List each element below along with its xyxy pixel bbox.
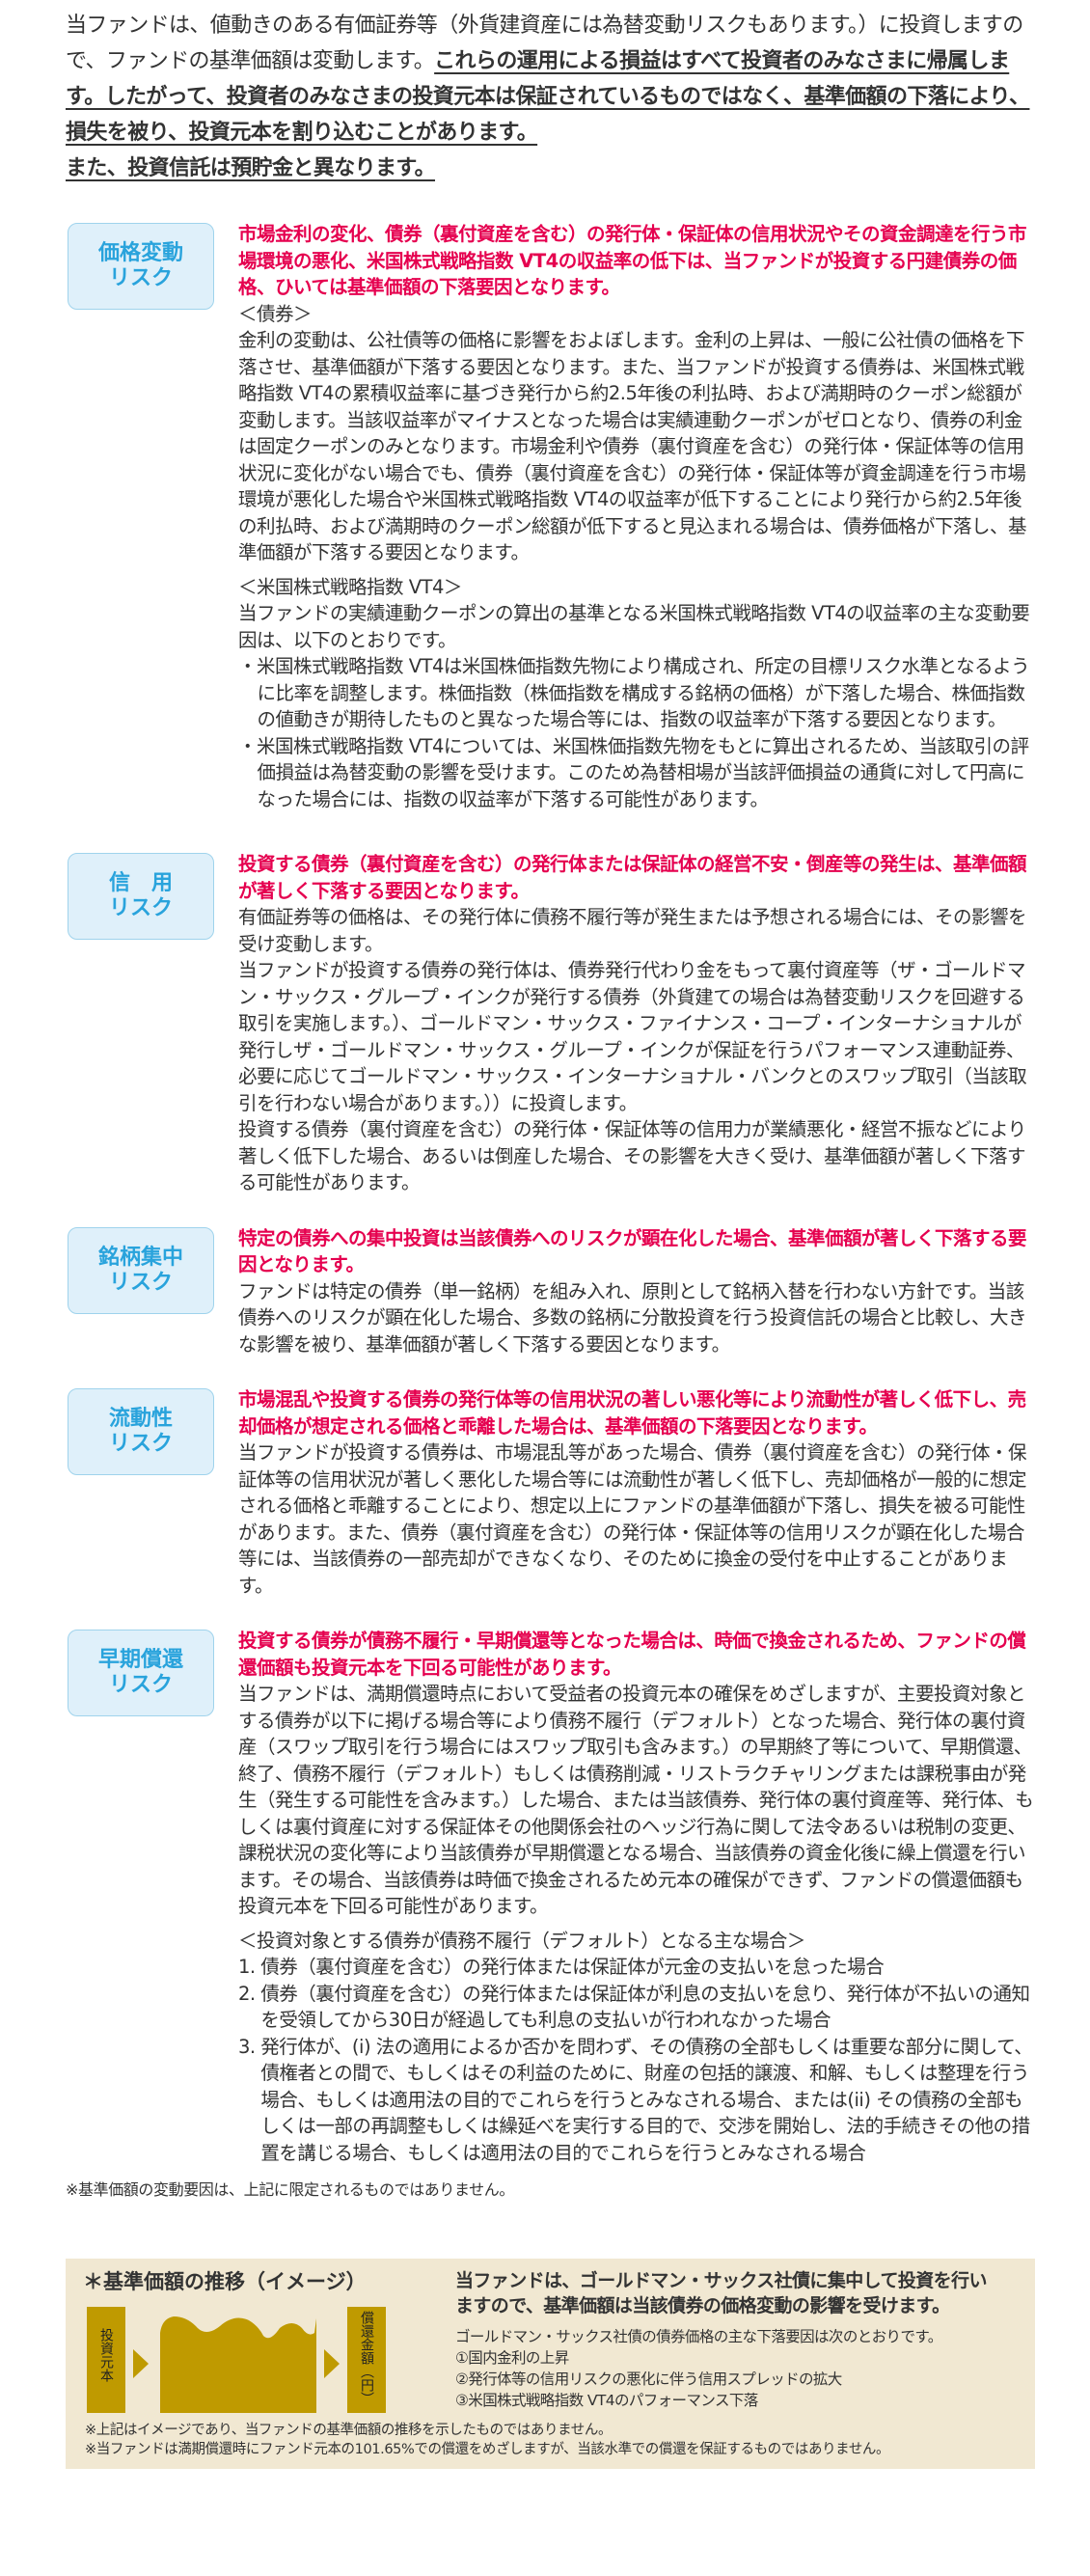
label-line-2: リスク (108, 1432, 173, 1456)
paragraph: 当ファンドが投資する債券は、市場混乱等があった場合、債券（裏付資産を含む）の発行… (238, 1441, 1027, 1597)
factors-title: ゴールドマン・サックス社債の債券価格の主な下落要因は次のとおりです。 (455, 2328, 942, 2345)
risk-label: 価格変動リスク (68, 223, 214, 310)
subheading: ＜米国株式戦略指数 VT4＞ (238, 575, 462, 598)
risk-label: 信 用リスク (68, 853, 214, 940)
intro-underlined-2: また、投資信託は預貯金と異なります。 (66, 156, 436, 180)
redemption-label: 償還金額（円） (359, 2311, 374, 2405)
nav-image-box: ＊基準価額の推移（イメージ） 投資元本 償還金額（円） 当ファンドは、ゴールドマ… (66, 2259, 1035, 2469)
principal-label: 投資元本 (98, 2328, 114, 2382)
box-note: ※当ファンドは満期償還時にファンド元本の101.65%での償還をめざしますが、当… (85, 2442, 890, 2457)
bullet-item: ・米国株式戦略指数 VT4は米国株価指数先物により構成され、所定の目標リスク水準… (238, 655, 1030, 730)
label-line-1: 信 用 (108, 871, 173, 895)
label-line-1: 価格変動 (97, 241, 183, 265)
risk-lead: 市場混乱や投資する債券の発行体等の信用状況の著しい悪化等により流動性が著しく低下… (238, 1388, 1026, 1438)
numbered-item: 2. 債券（裏付資産を含む）の発行体または保証体が利息の支払いを怠り、発行体が不… (238, 1982, 1030, 2032)
section-early-redemption-risk: 早期償還リスク 投資する債券が債務不履行・早期償還等となった場合は、時価で換金さ… (66, 1628, 1040, 2166)
numbered-item: 3. 発行体が、(i) 法の適用によるか否かを問わず、その債務の全部もしくは重要… (238, 2035, 1033, 2164)
intro-plain: 当ファンドは、値動きのある有価証券等（外貨建資産には為替変動リスクもあります。）… (66, 14, 1023, 73)
risk-label: 早期償還リスク (68, 1630, 214, 1716)
section-credit-risk: 信 用リスク 投資する債券（裏付資産を含む）の発行体または保証体の経営不安・倒産… (66, 851, 1040, 1196)
section-price-risk: 価格変動リスク 市場金利の変化、債券（裏付資産を含む）の発行体・保証体の信用状況… (66, 221, 1040, 812)
nav-image-diagram: 投資元本 償還金額（円） (83, 2299, 411, 2413)
paragraph: 有価証券等の価格は、その発行体に債務不履行等が発生または予想される場合には、その… (238, 906, 1027, 955)
risk-lead: 投資する債券が債務不履行・早期償還等となった場合は、時価で換金されるため、ファン… (238, 1630, 1026, 1679)
label-line-1: 早期償還 (97, 1648, 183, 1672)
risk-label: 銘柄集中リスク (68, 1226, 214, 1314)
label-line-2: リスク (108, 1673, 173, 1697)
risk-lead: 特定の債券への集中投資は当該債券へのリスクが顕在化した場合、基準価額が著しく下落… (238, 1226, 1027, 1276)
bullet-item: ・米国株式戦略指数 VT4については、米国株価指数先物をもとに算出されるため、当… (238, 734, 1029, 810)
redemption-bar (347, 2307, 386, 2413)
nav-fluctuation-shape (160, 2316, 316, 2413)
risk-lead: 市場金利の変化、債券（裏付資産を含む）の発行体・保証体の信用状況やその資金調達を… (238, 223, 1027, 298)
box-title: ＊基準価額の推移（イメージ） (83, 2270, 367, 2293)
nav-image-graphic (87, 2307, 386, 2413)
paragraph: 当ファンドは、満期償還時点において受益者の投資元本の確保をめざしますが、主要投資… (238, 1683, 1034, 1917)
paragraph: 金利の変動は、公社債等の価格に影響をおよぼします。金利の上昇は、一般に公社債の価… (238, 329, 1027, 563)
section-liquidity-risk: 流動性リスク 市場混乱や投資する債券の発行体等の信用状況の著しい悪化等により流動… (66, 1386, 1040, 1599)
paragraph: 当ファンドの実績連動クーポンの算出の基準となる米国株式戦略指数 VT4の収益率の… (238, 602, 1030, 651)
paragraph: 当ファンドが投資する債券の発行体は、債券発行代わり金をもって裏付資産等（ザ・ゴー… (238, 959, 1027, 1114)
box-note: ※上記はイメージであり、当ファンドの基準価額の推移を示したものではありません。 (85, 2423, 613, 2438)
label-line-1: 流動性 (108, 1407, 173, 1431)
label-line-2: リスク (108, 266, 173, 290)
subheading: ＜債券＞ (238, 302, 313, 325)
risk-label: 流動性リスク (68, 1388, 214, 1475)
factor-item: ②発行体等の信用リスクの悪化に伴う信用スプレッドの拡大 (455, 2370, 842, 2388)
numbered-item: 1. 債券（裏付資産を含む）の発行体または保証体が元金の支払いを怠った場合 (238, 1956, 885, 1978)
paragraph: ファンドは特定の債券（単一銘柄）を組み入れ、原則として銘柄入替を行わない方針です… (238, 1279, 1027, 1356)
arrow-icon (133, 2349, 149, 2378)
intro-underlined: これらの運用による損益はすべて投資者のみなさまに帰属します。したがって、投資者の… (66, 49, 1030, 145)
footnote: ※基準価額の変動要因は、上記に限定されるものではありません。 (66, 2180, 514, 2199)
paragraph: 投資する債券（裏付資産を含む）の発行体・保証体等の信用力が業績悪化・経営不振など… (238, 1118, 1026, 1193)
risk-lead: 投資する債券（裏付資産を含む）の発行体または保証体の経営不安・倒産等の発生は、基… (238, 853, 1027, 902)
section-concentration-risk: 銘柄集中リスク 特定の債券への集中投資は当該債券へのリスクが顕在化した場合、基準… (66, 1225, 1040, 1358)
intro-text: 当ファンドは、値動きのある有価証券等（外貨建資産には為替変動リスクもあります。）… (66, 8, 1040, 186)
label-line-1: 銘柄集中 (97, 1245, 183, 1270)
arrow-icon (324, 2349, 340, 2378)
factor-item: ③米国株式戦略指数 VT4のパフォーマンス下落 (455, 2392, 758, 2409)
label-line-2: リスク (108, 1270, 173, 1295)
factor-item: ①国内金利の上昇 (455, 2349, 569, 2367)
subheading: ＜投資対象とする債券が債務不履行（デフォルト）となる主な場合＞ (238, 1929, 805, 1952)
page: 当ファンドは、値動きのある有価証券等（外貨建資産には為替変動リスクもあります。）… (66, 8, 1040, 2469)
principal-bar (87, 2307, 125, 2413)
label-line-2: リスク (108, 896, 173, 920)
box-summary: 当ファンドは、ゴールドマン・サックス社債に集中して投資を行いますので、基準価額は… (455, 2270, 987, 2316)
